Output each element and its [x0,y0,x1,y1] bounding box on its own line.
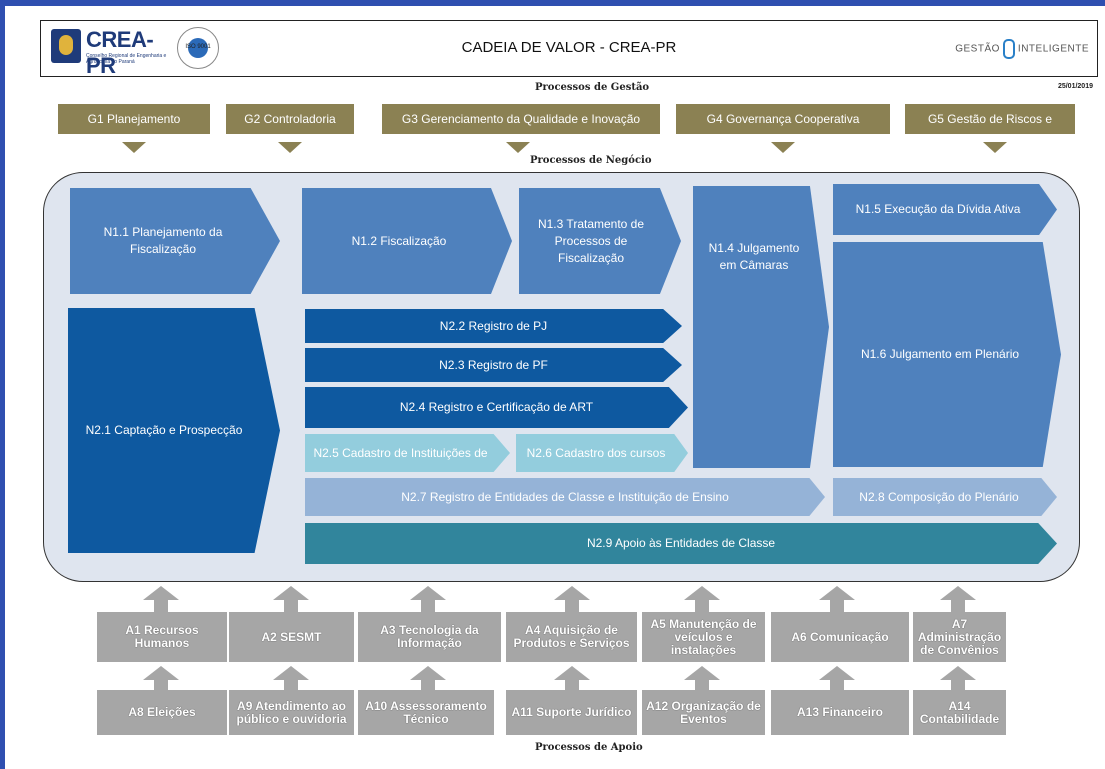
process-n2-3: N2.3 Registro de PF [305,348,682,382]
page-title: CADEIA DE VALOR - CREA-PR [461,39,677,56]
logo-subtitle: Conselho Regional de Engenharia e Agrono… [86,53,167,65]
up-arrow-icon [554,586,590,600]
up-arrow-icon [410,666,446,680]
support-a11: A11 Suporte Jurídico [506,690,637,735]
support-a1: A1 Recursos Humanos [97,612,227,662]
arrow-stem [951,600,965,612]
arrow-stem [565,600,579,612]
gestao-g2: G2 Controladoria [226,104,354,134]
crea-seal-icon [51,29,81,63]
logo-brand-text: CREA-PR [86,27,154,78]
support-a8: A8 Eleições [97,690,227,735]
section-label-gestao: Processos de Gestão [535,82,650,93]
down-arrow-icon [983,142,1007,153]
arrow-stem [154,680,168,690]
arrow-stem [951,680,965,690]
arrow-stem [565,680,579,690]
process-n1-1: N1.1 Planejamento da Fiscalização [70,188,280,294]
support-a4: A4 Aquisição de Produtos e Serviços [506,612,637,662]
section-label-negocio: Processos de Negócio [530,155,652,166]
up-arrow-icon [940,586,976,600]
arrow-stem [421,680,435,690]
up-arrow-icon [684,666,720,680]
support-a5: A5 Manutenção de veículos e instalações [642,612,765,662]
window-top-border [0,0,1105,6]
support-a9: A9 Atendimento ao público e ouvidoria [229,690,354,735]
down-arrow-icon [278,142,302,153]
gi-right-text: INTELIGENTE [1017,43,1089,55]
gestao-g4: G4 Governança Cooperativa [676,104,890,134]
up-arrow-icon [273,666,309,680]
process-n1-3: N1.3 Tratamento de Processos de Fiscaliz… [519,188,681,294]
up-arrow-icon [410,586,446,600]
up-arrow-icon [684,586,720,600]
process-n2-1: N2.1 Captação e Prospecção [68,308,280,553]
process-n2-2: N2.2 Registro de PJ [305,309,682,343]
page-header: CREA-PR Conselho Regional de Engenharia … [40,20,1098,78]
gestao-inteligente-logo: GESTÃO INTELIGENTE [955,39,1089,59]
arrow-stem [284,680,298,690]
process-n1-6: N1.6 Julgamento em Plenário [833,242,1061,467]
gestao-g3: G3 Gerenciamento da Qualidade e Inovação [382,104,660,134]
iso-label: ISO 9001 [185,44,211,50]
support-a13: A13 Financeiro [771,690,909,735]
down-arrow-icon [122,142,146,153]
process-n2-7: N2.7 Registro de Entidades de Classe e I… [305,478,825,516]
clip-icon [1002,39,1015,59]
crea-logo: CREA-PR Conselho Regional de Engenharia … [51,27,171,78]
support-a3: A3 Tecnologia da Informação [358,612,501,662]
support-a7: A7 Administração de Convênios [913,612,1006,662]
arrow-stem [154,600,168,612]
arrow-stem [830,680,844,690]
gestao-g1: G1 Planejamento [58,104,210,134]
up-arrow-icon [554,666,590,680]
up-arrow-icon [819,666,855,680]
down-arrow-icon [506,142,530,153]
up-arrow-icon [273,586,309,600]
down-arrow-icon [771,142,795,153]
support-a6: A6 Comunicação [771,612,909,662]
process-n2-9: N2.9 Apoio às Entidades de Classe [305,523,1057,564]
up-arrow-icon [819,586,855,600]
arrow-stem [284,600,298,612]
support-a2: A2 SESMT [229,612,354,662]
gestao-g5: G5 Gestão de Riscos e [905,104,1075,134]
arrow-stem [695,680,709,690]
arrow-stem [830,600,844,612]
iso-certification-icon: ISO 9001 [177,27,219,69]
up-arrow-icon [940,666,976,680]
arrow-stem [421,600,435,612]
window-left-border [0,0,5,769]
arrow-stem [695,600,709,612]
support-a10: A10 Assessoramento Técnico [358,690,494,735]
support-a14: A14 Contabilidade [913,690,1006,735]
up-arrow-icon [143,666,179,680]
document-date: 25/01/2019 [1057,83,1093,90]
process-n1-2: N1.2 Fiscalização [302,188,512,294]
gi-left-text: GESTÃO [955,43,1000,55]
process-n1-5: N1.5 Execução da Dívida Ativa [833,184,1057,235]
section-label-apoio: Processos de Apoio [535,742,643,753]
process-n1-4: N1.4 Julgamento em Câmaras [693,186,829,468]
process-n2-5: N2.5 Cadastro de Instituições de [305,434,510,472]
process-n2-4: N2.4 Registro e Certificação de ART [305,387,688,428]
support-a12: A12 Organização de Eventos [642,690,765,735]
process-n2-8: N2.8 Composição do Plenário [833,478,1057,516]
process-n2-6: N2.6 Cadastro dos cursos [516,434,688,472]
up-arrow-icon [143,586,179,600]
